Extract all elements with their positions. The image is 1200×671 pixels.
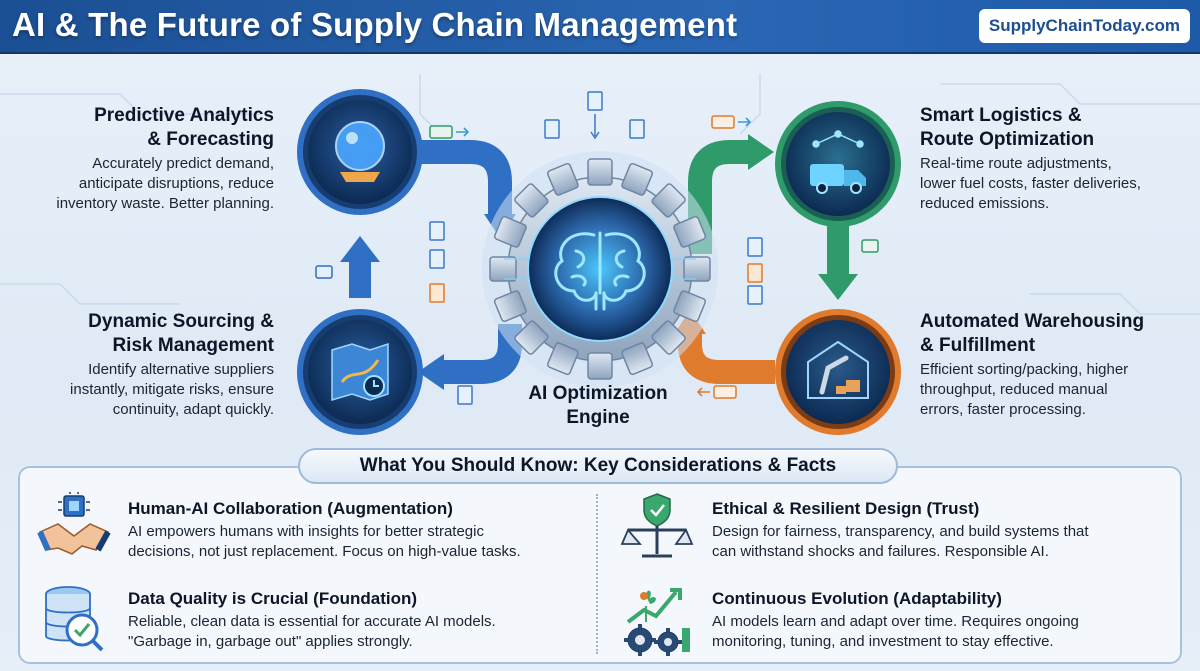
logistics-title-line2: Route Optimization [920, 129, 1095, 150]
site-badge[interactable]: SupplyChainToday.com [978, 9, 1190, 43]
engine-label: AI Optimization Engine [508, 382, 688, 430]
flow-arrowhead [818, 274, 858, 300]
logistics-desc: Real-time route adjustments, lower fuel … [920, 154, 1141, 214]
warehousing-desc-line: errors, faster processing. [920, 401, 1086, 418]
sourcing-desc-line: continuity, adapt quickly. [112, 401, 274, 418]
handshake-chip-icon [37, 492, 111, 555]
consideration-desc-line: decisions, not just replacement. Focus o… [128, 543, 521, 560]
consideration-title: Data Quality is Crucial (Foundation) [128, 589, 418, 608]
diagram-graphics [0, 74, 1200, 435]
flow-arrowhead [340, 236, 380, 262]
consideration-desc-line: Reliable, clean data is essential for ac… [128, 613, 496, 630]
predictive-title-line2: & Forecasting [147, 129, 274, 150]
node-predictive-icon [297, 89, 423, 215]
node-sourcing-icon [297, 309, 423, 435]
consideration-title: Ethical & Resilient Design (Trust) [712, 499, 980, 518]
page-title: AI & The Future of Supply Chain Manageme… [12, 6, 738, 43]
circuit-traces [0, 74, 1200, 315]
sourcing-desc-line: instantly, mitigate risks, ensure [70, 381, 274, 398]
consideration-desc-line: Design for fairness, transparency, and b… [712, 523, 1089, 540]
brain-icon [554, 231, 646, 311]
data-packet-icons [315, 91, 879, 405]
predictive-title-line1: Predictive Analytics [94, 105, 274, 126]
flow-arrowhead [748, 134, 774, 170]
predictive-desc-line: anticipate disruptions, reduce [78, 175, 274, 192]
header-bar: AI & The Future of Supply Chain Manageme… [0, 0, 1200, 54]
warehousing-desc-line: Efficient sorting/packing, higher [920, 361, 1129, 378]
predictive-desc-line: inventory waste. Better planning. [56, 195, 274, 212]
warehousing-title: Automated Warehousing & Fulfillment [920, 310, 1144, 358]
predictive-desc-line: Accurately predict demand, [92, 155, 274, 172]
consideration-desc-line: can withstand shocks and failures. Respo… [712, 543, 1049, 560]
logistics-desc-line: Real-time route adjustments, [920, 155, 1112, 172]
consideration-desc-line: AI empowers humans with insights for bet… [128, 523, 484, 540]
predictive-title: Predictive Analytics & Forecasting [40, 104, 274, 152]
consideration-desc-line: AI models learn and adapt over time. Req… [712, 613, 1079, 630]
logistics-title: Smart Logistics & Route Optimization [920, 104, 1094, 152]
scales-shield-icon [620, 493, 694, 558]
sourcing-title: Dynamic Sourcing & Risk Management [20, 310, 274, 358]
logistics-desc-line: reduced emissions. [920, 195, 1050, 212]
considerations-divider [596, 494, 598, 654]
growth-gears-icon [624, 588, 690, 656]
predictive-desc: Accurately predict demand, anticipate di… [4, 154, 274, 214]
ai-engine-gear [482, 151, 718, 387]
flow-arrow-engine-to-logistics [688, 140, 750, 254]
sourcing-desc-line: Identify alternative suppliers [88, 361, 274, 378]
flow-arrow-engine-to-sourcing [440, 324, 522, 384]
consideration-desc-line: monitoring, tuning, and investment to st… [712, 633, 1054, 650]
consideration-desc: Reliable, clean data is essential for ac… [128, 612, 496, 652]
warehousing-title-line2: & Fulfillment [920, 335, 1036, 356]
flow-arrowhead [418, 354, 444, 390]
consideration-desc: AI empowers humans with insights for bet… [128, 522, 521, 562]
consideration-title: Human-AI Collaboration (Augmentation) [128, 499, 453, 518]
consideration-desc-line: "Garbage in, garbage out" applies strong… [128, 633, 413, 650]
engine-label-line1: AI Optimization [528, 383, 668, 404]
node-warehousing-icon [775, 309, 901, 435]
warehousing-desc-line: throughput, reduced manual [920, 381, 1108, 398]
consideration-desc: AI models learn and adapt over time. Req… [712, 612, 1079, 652]
considerations-panel [18, 466, 1182, 664]
logistics-desc-line: lower fuel costs, faster deliveries, [920, 175, 1141, 192]
logistics-title-line1: Smart Logistics & [920, 105, 1082, 126]
sourcing-desc: Identify alternative suppliers instantly… [4, 360, 274, 420]
ai-flow-diagram: Predictive Analytics & Forecasting Accur… [0, 54, 1200, 454]
engine-label-line2: Engine [566, 407, 630, 428]
sourcing-title-line2: Risk Management [112, 335, 274, 356]
warehousing-desc: Efficient sorting/packing, higher throug… [920, 360, 1128, 420]
consideration-desc: Design for fairness, transparency, and b… [712, 522, 1089, 562]
flow-arrow-predictive-to-engine [418, 140, 512, 219]
warehousing-title-line1: Automated Warehousing [920, 311, 1145, 332]
sourcing-title-line1: Dynamic Sourcing & [88, 311, 274, 332]
considerations-title: What You Should Know: Key Considerations… [298, 448, 898, 484]
consideration-title: Continuous Evolution (Adaptability) [712, 589, 1002, 608]
database-check-icon [45, 586, 104, 652]
node-logistics-icon [775, 101, 901, 227]
flow-arrow-warehousing-to-engine [678, 330, 775, 384]
